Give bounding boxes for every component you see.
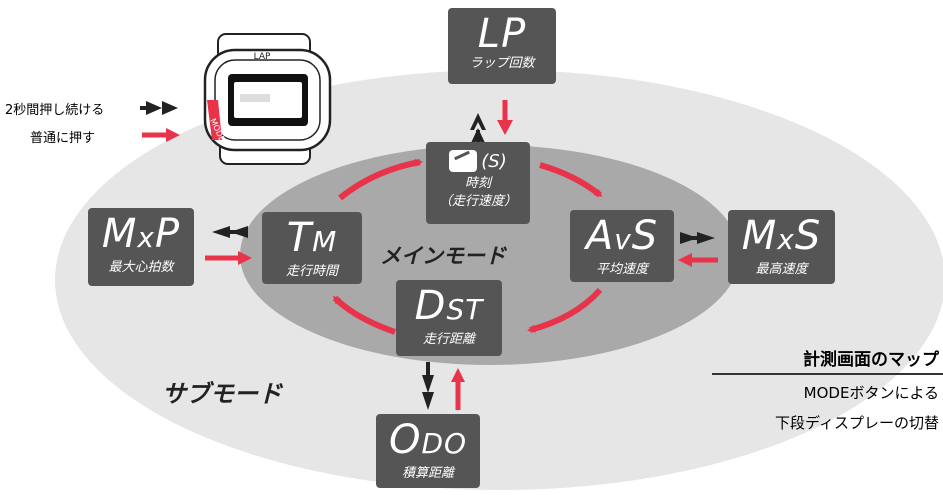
speedometer-icon: [449, 150, 478, 172]
node-odo-label: 積算距離: [401, 466, 454, 481]
node-tm-abbr: TM: [286, 215, 338, 261]
node-mxs-abbr: MxS: [741, 213, 822, 259]
hold-arrow-clock-to-lp: [470, 113, 486, 148]
cycle-arrow-clock-to-avs: [539, 162, 603, 198]
legend-press-arrow: [142, 128, 180, 142]
node-ride-distance: DST 走行距離: [396, 280, 502, 356]
legend-press-label: 普通に押す: [30, 131, 96, 146]
hold-arrow-tm-to-mxp: [212, 226, 248, 238]
press-arrow-lp-to-clock: [497, 100, 513, 135]
press-arrow-mxs-to-avs: [678, 253, 718, 267]
caption-title: 計測画面のマップ: [803, 350, 939, 370]
node-average-speed: AvS 平均速度: [570, 210, 674, 282]
caption-divider: [712, 373, 943, 375]
node-avs-abbr: AvS: [585, 213, 659, 259]
node-lap-count: LP ラップ回数: [448, 8, 556, 84]
node-max-speed: MxS 最高速度: [728, 210, 835, 284]
node-clock: (S) 時刻 （走行速度）: [426, 142, 530, 224]
legend-hold-arrow: [140, 101, 178, 115]
node-clock-sublabel: （走行速度）: [438, 194, 517, 209]
sub-mode-label: サブモード: [162, 380, 282, 408]
node-lap-abbr: LP: [477, 11, 527, 57]
main-mode-ellipse: [240, 145, 740, 365]
node-ride-time: TM 走行時間: [262, 212, 362, 284]
press-arrow-odo-to-dst: [451, 368, 465, 410]
cycle-arrow-dst-to-tm: [332, 295, 396, 335]
main-mode-label: メインモード: [380, 244, 506, 268]
node-odometer: ODO 積算距離: [376, 414, 480, 488]
node-max-heart-rate: MxP 最大心拍数: [88, 208, 194, 286]
hold-arrow-dst-to-odo: [422, 362, 434, 410]
node-mxp-abbr: MxP: [101, 211, 181, 257]
watch-bezel-text: LAP: [254, 52, 271, 62]
node-dst-label: 走行距離: [422, 332, 475, 347]
node-clock-abbr: (S): [481, 150, 507, 172]
caption-line2: 下段ディスプレーの切替: [775, 414, 939, 432]
node-dst-abbr: DST: [414, 283, 484, 329]
node-clock-label: 時刻: [464, 176, 491, 191]
node-mxs-label: 最高速度: [755, 262, 808, 277]
node-tm-label: 走行時間: [285, 264, 338, 279]
press-arrow-mxp-to-tm: [205, 251, 252, 265]
legend-hold-label: 2秒間押し続ける: [5, 103, 105, 118]
watch-illustration: [203, 33, 332, 165]
cycle-arrow-tm-to-clock: [338, 158, 423, 201]
node-odo-abbr: ODO: [388, 417, 468, 463]
cycle-arrow-avs-to-dst: [527, 287, 603, 333]
node-mxp-label: 最大心拍数: [108, 260, 174, 275]
node-lap-label: ラップ回数: [469, 56, 535, 71]
caption-line1: MODEボタンによる: [803, 384, 939, 402]
node-avs-label: 平均速度: [595, 262, 648, 277]
hold-arrow-avs-to-mxs: [680, 232, 715, 244]
